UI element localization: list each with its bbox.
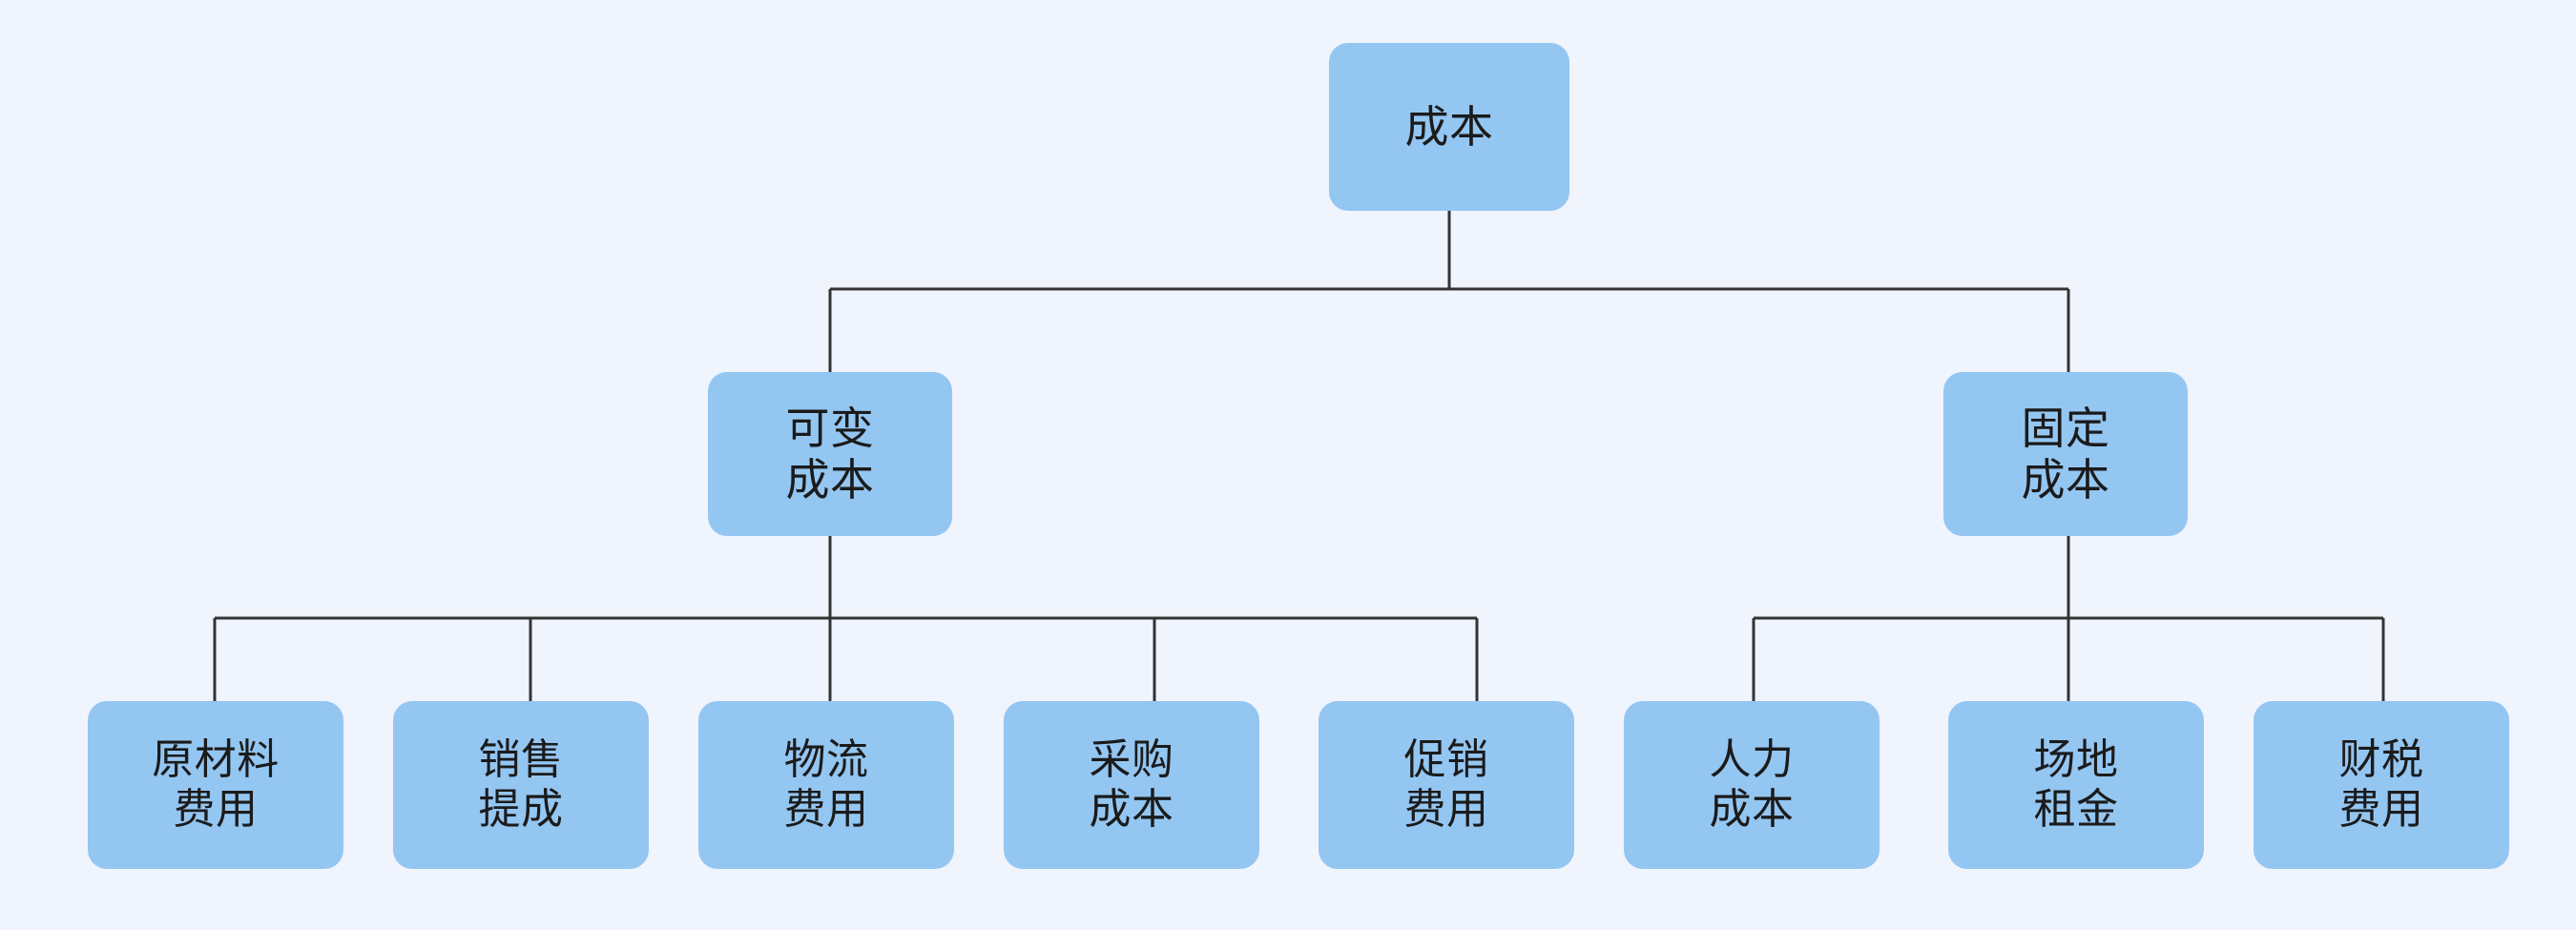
node-fixed-cost[interactable]: 固定 成本 [1943,372,2188,536]
node-procurement-cost[interactable]: 采购 成本 [1004,701,1259,869]
node-label: 物流 费用 [783,735,869,834]
node-variable-cost[interactable]: 可变 成本 [708,372,952,536]
node-label: 销售 提成 [478,735,564,834]
node-logistics-expense[interactable]: 物流 费用 [698,701,954,869]
node-label: 场地 租金 [2033,735,2119,834]
node-label: 采购 成本 [1089,735,1174,834]
node-raw-material-expense[interactable]: 原材料 费用 [88,701,343,869]
node-root-cost[interactable]: 成本 [1329,43,1569,211]
node-label: 成本 [1404,100,1494,153]
node-label: 财税 费用 [2338,735,2424,834]
node-finance-tax-expense[interactable]: 财税 费用 [2254,701,2509,869]
node-label: 促销 费用 [1403,735,1489,834]
node-venue-rent[interactable]: 场地 租金 [1948,701,2204,869]
node-label: 人力 成本 [1709,735,1795,834]
node-label: 固定 成本 [2021,402,2110,506]
node-label: 可变 成本 [785,402,875,506]
node-labor-cost[interactable]: 人力 成本 [1624,701,1880,869]
node-sales-commission[interactable]: 销售 提成 [393,701,649,869]
node-label: 原材料 费用 [152,735,280,834]
node-promotion-expense[interactable]: 促销 费用 [1319,701,1574,869]
